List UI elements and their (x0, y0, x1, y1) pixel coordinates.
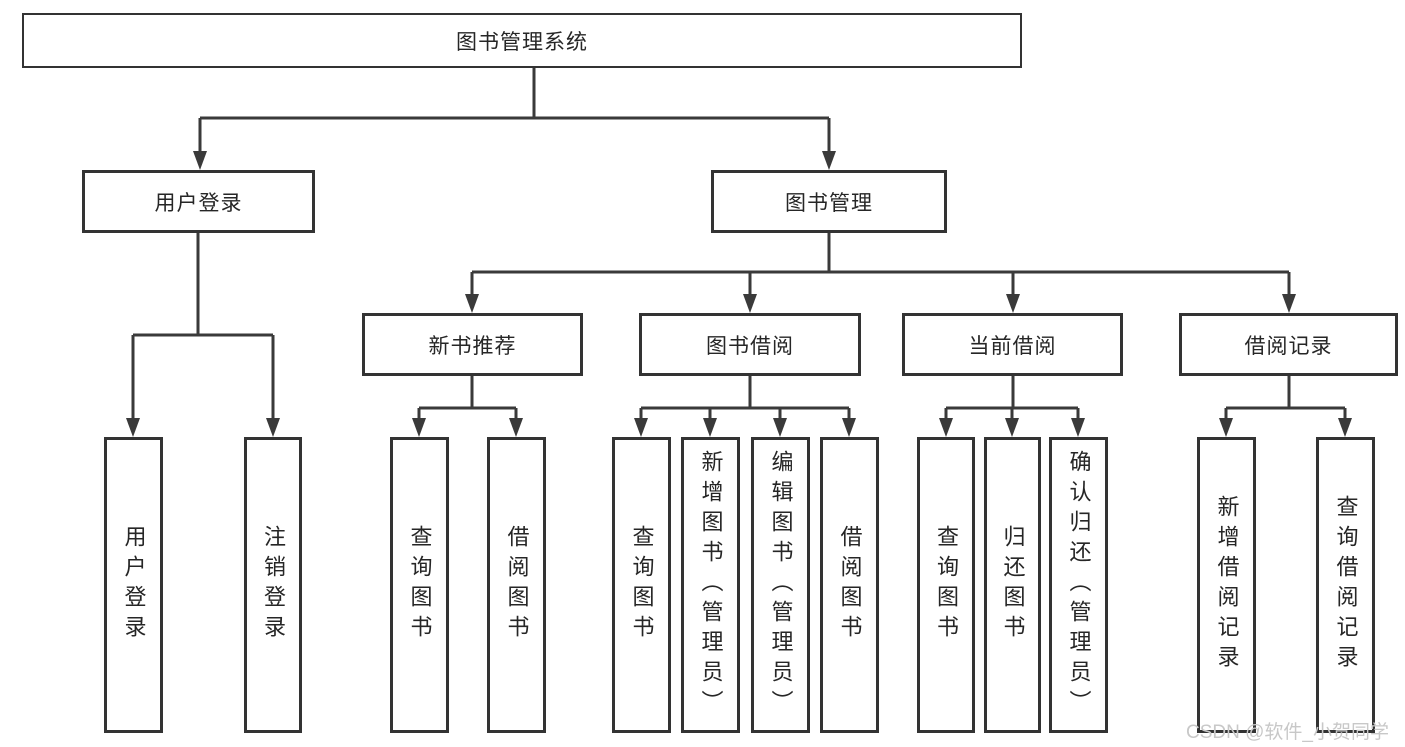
csdn-watermark: CSDN @软件_小贺同学 (1186, 722, 1389, 743)
node-label: 图书管理 (785, 191, 873, 215)
node-label: 查询图书 (407, 525, 433, 645)
leaf-add-book-admin: 新增图书（管理员） (681, 437, 740, 733)
node-book-borrowing: 图书借阅 (639, 313, 861, 376)
node-library-management-system: 图书管理系统 (22, 13, 1022, 68)
leaf-edit-book-admin: 编辑图书（管理员） (751, 437, 810, 733)
leaf-query-books-current: 查询图书 (917, 437, 975, 733)
leaf-confirm-return-admin: 确认归还（管理员） (1049, 437, 1108, 733)
leaf-user-login: 用户登录 (104, 437, 163, 733)
leaf-query-borrow-record: 查询借阅记录 (1316, 437, 1375, 733)
leaf-logout: 注销登录 (244, 437, 302, 733)
node-label: 确认归还（管理员） (1066, 450, 1092, 720)
node-new-book-recommend: 新书推荐 (362, 313, 583, 376)
node-label: 借阅记录 (1244, 334, 1333, 358)
node-label: 编辑图书（管理员） (768, 450, 794, 720)
node-label: 新书推荐 (428, 334, 517, 358)
arrowheads (126, 151, 1352, 437)
node-label: 归还图书 (1000, 525, 1026, 645)
leaf-borrow-books-recommend: 借阅图书 (487, 437, 546, 733)
node-label: 借阅图书 (837, 525, 863, 645)
node-label: 注销登录 (261, 525, 286, 645)
node-label: 当前借阅 (968, 334, 1057, 358)
node-label: 查询图书 (934, 525, 959, 645)
node-label: 新增图书（管理员） (698, 450, 724, 720)
node-label: 用户登录 (154, 191, 243, 215)
node-label: 图书借阅 (706, 334, 794, 358)
node-user-login: 用户登录 (82, 170, 315, 233)
leaf-borrow-books: 借阅图书 (820, 437, 879, 733)
node-book-management: 图书管理 (711, 170, 947, 233)
node-label: 借阅图书 (504, 525, 530, 645)
node-borrowing-records: 借阅记录 (1179, 313, 1398, 376)
leaf-query-books-recommend: 查询图书 (390, 437, 449, 733)
leaf-add-borrow-record: 新增借阅记录 (1197, 437, 1256, 733)
node-current-borrowing: 当前借阅 (902, 313, 1123, 376)
node-label: 新增借阅记录 (1214, 495, 1240, 675)
node-label: 查询借阅记录 (1333, 495, 1359, 675)
node-label: 图书管理系统 (456, 30, 588, 54)
node-label: 用户登录 (121, 525, 147, 645)
node-label: 查询图书 (629, 525, 655, 645)
leaf-query-books-borrowing: 查询图书 (612, 437, 671, 733)
leaf-return-books: 归还图书 (984, 437, 1041, 733)
